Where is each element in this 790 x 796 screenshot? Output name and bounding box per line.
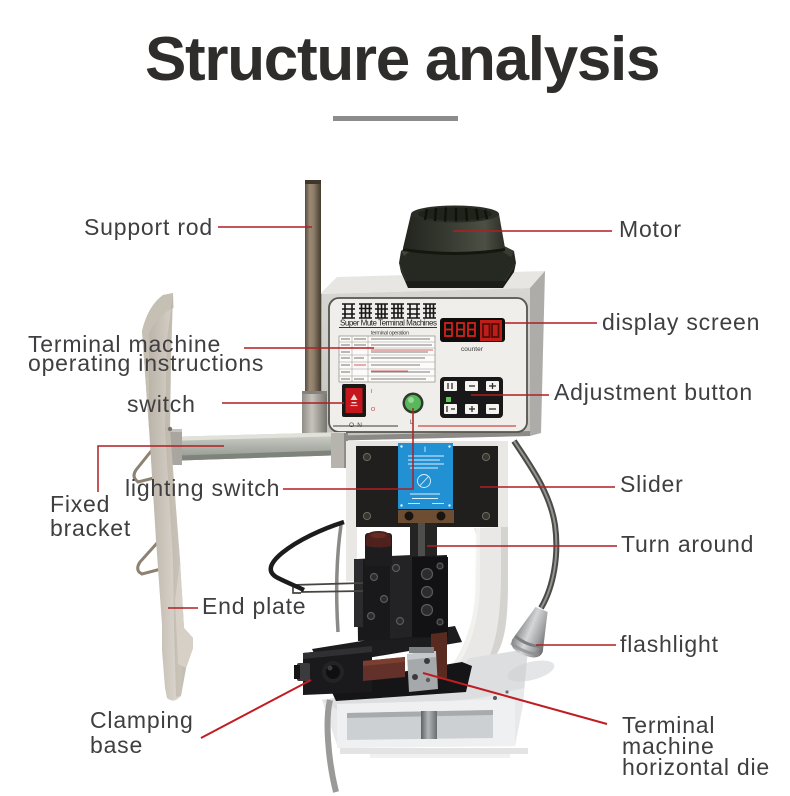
svg-text:display screen: display screen <box>602 309 760 335</box>
svg-text:Motor: Motor <box>619 216 682 242</box>
svg-text:base: base <box>90 732 143 758</box>
svg-text:L: L <box>410 420 414 426</box>
svg-text:Fixed: Fixed <box>50 491 110 517</box>
svg-text:Slider: Slider <box>620 471 684 497</box>
svg-text:bracket: bracket <box>50 515 131 541</box>
svg-text:horizontal die: horizontal die <box>622 754 770 780</box>
svg-text:O: O <box>371 407 376 413</box>
svg-text:Super Mute Terminal Machines: Super Mute Terminal Machines <box>340 319 437 328</box>
svg-text:lighting switch: lighting switch <box>125 475 280 501</box>
svg-text:switch: switch <box>127 391 196 417</box>
svg-text:flashlight: flashlight <box>620 631 719 657</box>
svg-text:Support rod: Support rod <box>84 214 213 240</box>
svg-text:Clamping: Clamping <box>90 707 194 733</box>
svg-text:Adjustment button: Adjustment button <box>554 379 753 405</box>
svg-text:machine: machine <box>622 733 715 759</box>
svg-text:Terminal machine: Terminal machine <box>28 331 221 357</box>
svg-text:operating instructions: operating instructions <box>28 350 264 376</box>
svg-text:I: I <box>371 389 373 395</box>
svg-text:Structure analysis: Structure analysis <box>145 25 659 94</box>
svg-text:End plate: End plate <box>202 593 306 619</box>
svg-text:Terminal: Terminal <box>622 712 715 738</box>
svg-text:Turn around: Turn around <box>621 531 754 557</box>
svg-text:counter: counter <box>461 346 484 353</box>
svg-text:terminal operation: terminal operation <box>371 331 409 337</box>
